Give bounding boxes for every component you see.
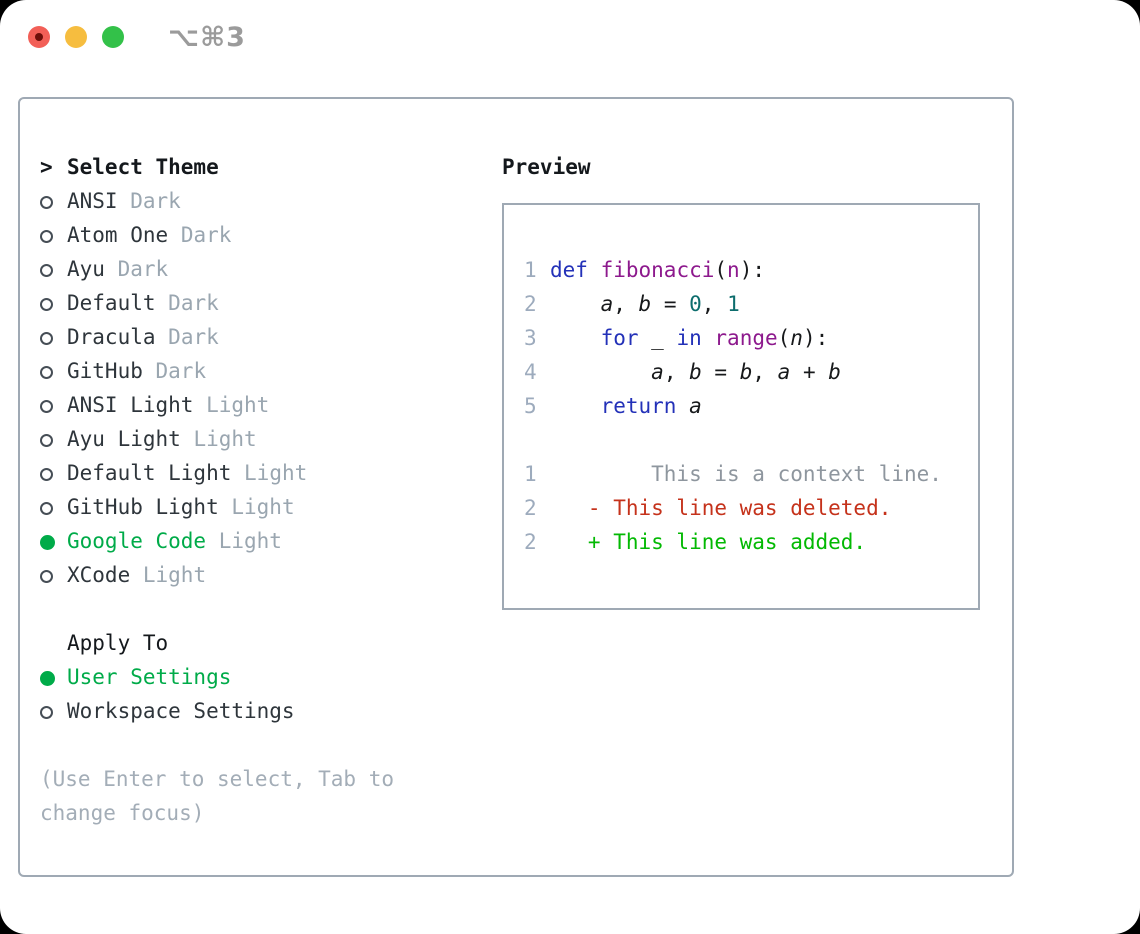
theme-name: Default (67, 291, 156, 315)
theme-variant: Light (218, 529, 282, 553)
radio-icon (40, 490, 67, 524)
radio-icon (40, 388, 67, 422)
theme-option[interactable]: Dracula Dark (40, 320, 480, 354)
code-line: 2 a, b = 0, 1 (524, 287, 978, 321)
theme-name: Google Code (67, 529, 207, 553)
line-number: 5 (524, 394, 537, 418)
code-line: 5 return a (524, 389, 978, 423)
theme-variant: Dark (117, 257, 169, 281)
theme-variant: Dark (168, 325, 219, 349)
close-button-dot-icon (35, 33, 43, 41)
radio-icon (40, 184, 67, 218)
apply-option-name: Workspace Settings (67, 699, 295, 723)
theme-option[interactable]: ANSI Dark (40, 184, 480, 218)
theme-variant: Dark (155, 359, 207, 383)
radio-icon (40, 558, 67, 592)
select-theme-title: Select Theme (67, 155, 219, 179)
theme-option[interactable]: Default Light Light (40, 456, 480, 490)
apply-to-option[interactable]: Workspace Settings (40, 694, 480, 728)
code-line: 3 for _ in range(n): (524, 321, 978, 355)
line-number: 2 (524, 292, 537, 316)
theme-name: Default Light (67, 461, 232, 485)
radio-icon (40, 456, 67, 490)
hint-text: (Use Enter to select, Tab to change focu… (40, 767, 395, 825)
radio-icon (40, 218, 67, 252)
theme-variant: Light (231, 495, 295, 519)
apply-to-header: Apply To (40, 626, 480, 660)
apply-option-name: User Settings (67, 665, 232, 689)
line-number: 2 (524, 530, 537, 554)
theme-variant: Light (193, 427, 257, 451)
radio-icon (40, 320, 67, 354)
line-number: 4 (524, 360, 537, 384)
theme-name: Ayu (67, 257, 105, 281)
theme-option[interactable]: Google Code Light (40, 524, 480, 558)
theme-option[interactable]: GitHub Light Light (40, 490, 480, 524)
theme-option[interactable]: Ayu Light Light (40, 422, 480, 456)
window-titlebar: ⌥⌘3 (0, 0, 1140, 75)
preview-title: Preview (502, 155, 591, 179)
radio-icon (40, 422, 67, 456)
theme-variant: Dark (180, 223, 232, 247)
theme-name: Atom One (67, 223, 169, 247)
code-line: 2 - This line was deleted. (524, 491, 978, 525)
window-shortcut-label: ⌥⌘3 (168, 22, 246, 53)
zoom-button[interactable] (102, 26, 124, 48)
close-button[interactable] (28, 26, 50, 48)
apply-to-title: Apply To (67, 631, 169, 655)
line-number: 1 (524, 462, 537, 486)
theme-name: ANSI Light (67, 393, 194, 417)
apply-to-option[interactable]: User Settings (40, 660, 480, 694)
radio-icon (40, 252, 67, 286)
theme-option[interactable]: GitHub Dark (40, 354, 480, 388)
select-theme-header: > Select Theme (40, 150, 480, 184)
minimize-button[interactable] (65, 26, 87, 48)
line-number: 1 (524, 258, 537, 282)
theme-variant: Dark (130, 189, 181, 213)
theme-option[interactable]: Default Dark (40, 286, 480, 320)
theme-name: Dracula (67, 325, 156, 349)
focus-caret-icon: > (40, 155, 53, 179)
theme-variant: Light (244, 461, 308, 485)
code-line: 4 a, b = b, a + b (524, 355, 978, 389)
theme-variant: Light (206, 393, 270, 417)
radio-icon (40, 694, 67, 728)
code-line (524, 423, 978, 457)
radio-selected-icon (40, 660, 67, 694)
theme-name: Ayu Light (67, 427, 181, 451)
theme-name: GitHub (67, 359, 143, 383)
theme-variant: Light (142, 563, 207, 587)
radio-selected-icon (40, 524, 67, 558)
radio-icon (40, 286, 67, 320)
theme-option[interactable]: XCode Light (40, 558, 480, 592)
code-line: 2 + This line was added. (524, 525, 978, 559)
theme-name: ANSI (67, 189, 118, 213)
theme-option[interactable]: Ayu Dark (40, 252, 480, 286)
theme-variant: Dark (168, 291, 219, 315)
radio-icon (40, 354, 67, 388)
theme-option[interactable]: ANSI Light Light (40, 388, 480, 422)
line-number: 3 (524, 326, 537, 350)
line-number: 2 (524, 496, 537, 520)
theme-name: GitHub Light (67, 495, 219, 519)
code-line: 1 This is a context line. (524, 457, 978, 491)
theme-option[interactable]: Atom One Dark (40, 218, 480, 252)
theme-name: XCode (67, 563, 131, 587)
